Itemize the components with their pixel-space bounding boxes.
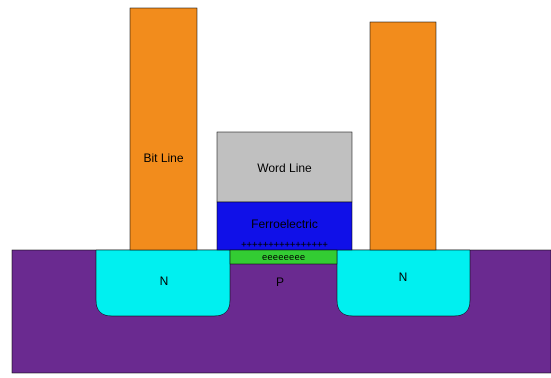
n-region-left-label: N (160, 274, 169, 288)
word-line-gate (216, 131, 353, 203)
bit-line-label: Bit Line (143, 151, 183, 165)
ferroelectric-label: Ferroelectric (251, 217, 318, 231)
n-region-right-label: N (399, 270, 408, 284)
word-line-label: Word Line (257, 161, 312, 175)
bit-line-pillar-left (129, 7, 198, 251)
n-region-right (336, 249, 471, 317)
ferroelectric-layer (216, 201, 353, 251)
substrate-label: P (276, 275, 284, 289)
n-region-left (95, 249, 231, 317)
bit-line-pillar-right (369, 21, 437, 251)
ferroelectric-positive-charges: ++++++++++++++++ (241, 240, 328, 250)
channel-electron-charges: eeeeeeee (262, 253, 305, 263)
channel-layer (229, 249, 338, 265)
